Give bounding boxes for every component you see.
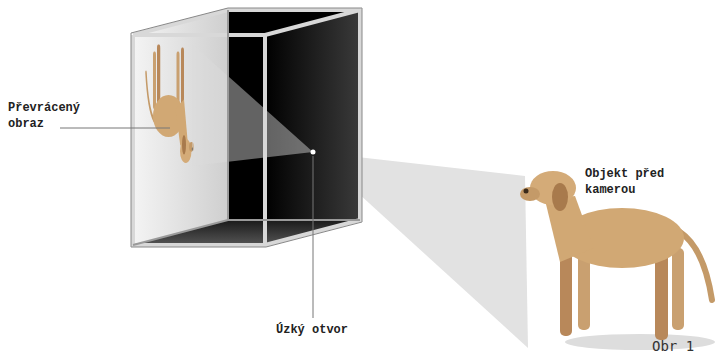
leader-line [313, 156, 314, 318]
pinhole [311, 150, 316, 155]
figure-caption: Obr 1 [652, 338, 712, 354]
object-label: Objekt před kamerou [585, 166, 677, 198]
leader-line [60, 128, 170, 129]
image-label: Převrácený obraz [8, 100, 90, 132]
inner-light-cone [192, 44, 313, 166]
pinhole-label: Úzký otvor [276, 322, 396, 338]
inverted-image [146, 45, 194, 163]
